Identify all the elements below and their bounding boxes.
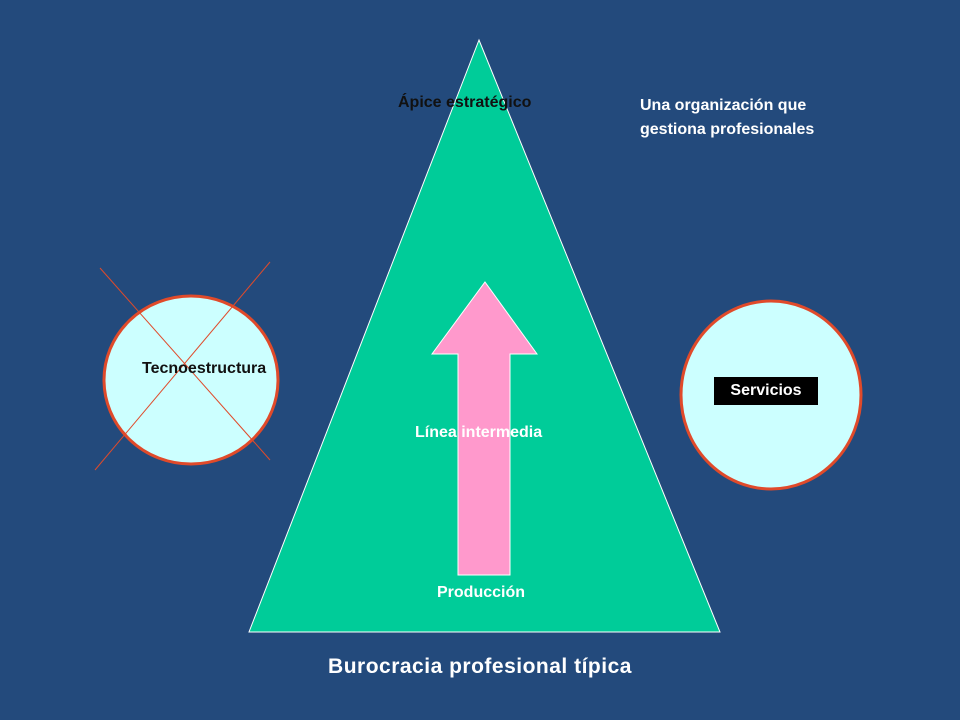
organization-note-line-1: Una organización que: [640, 97, 807, 114]
production-label: Producción: [437, 584, 526, 601]
services-label: Servicios: [714, 377, 818, 405]
organization-note-line-2: gestiona profesionales: [640, 121, 815, 138]
slide-caption: Burocracia profesional típica: [328, 655, 632, 678]
organization-note: Una organización que gestiona profesiona…: [640, 94, 880, 142]
middle-line-label: Línea intermedia: [415, 424, 543, 441]
upward-arrow: [431, 281, 538, 576]
cross-line-1: [99, 267, 271, 461]
technostructure-label: Tecnoestructura: [142, 360, 267, 377]
technostructure-circle: [102, 294, 280, 466]
cross-line-2: [94, 261, 271, 471]
strategic-apex-label: Ápice estratégico: [398, 94, 532, 111]
